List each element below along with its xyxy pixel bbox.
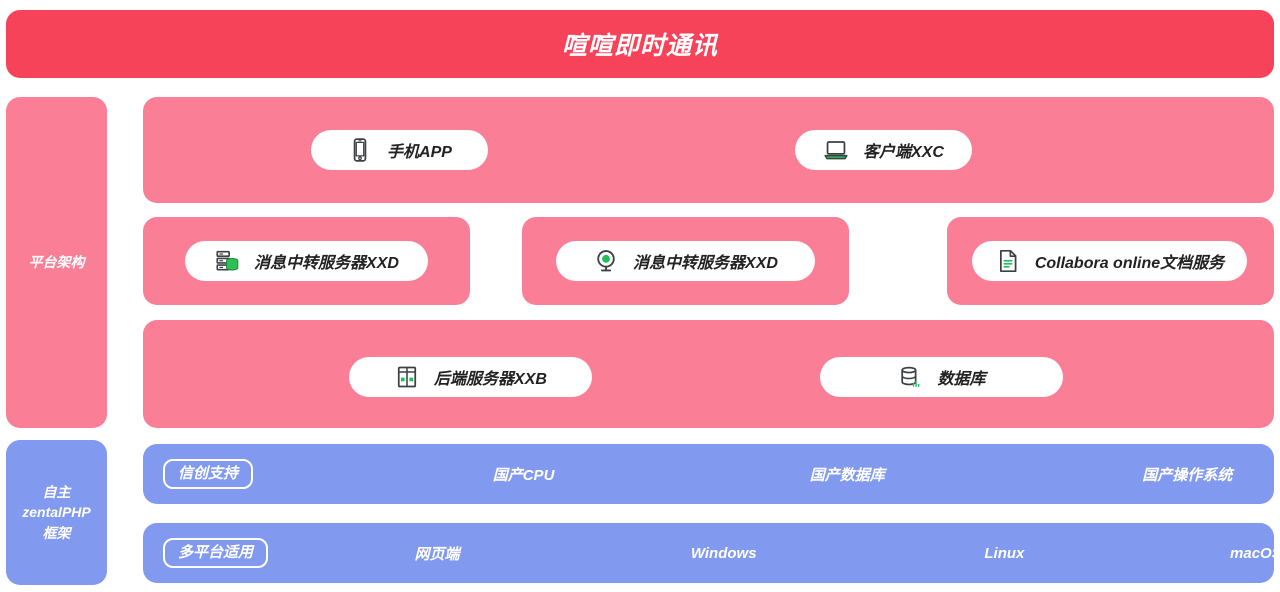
platform-item-windows: Windows xyxy=(690,544,757,562)
database-icon xyxy=(897,364,923,390)
server-rack-icon xyxy=(394,364,420,390)
xinchuang-items: 国产CPU 国产数据库 国产操作系统 xyxy=(253,444,1274,504)
mobile-phone-icon xyxy=(347,137,373,163)
page-title: 喧喧即时通讯 xyxy=(561,32,718,60)
chip-message-relay-b[interactable]: 消息中转服务器XXD xyxy=(556,241,815,281)
rail-framework: 自主 zentalPHP 框架 xyxy=(6,440,107,585)
pill-xinchuang-support: 信创支持 xyxy=(163,458,254,490)
chip-desktop-client-label: 客户端XXC xyxy=(863,144,944,161)
rail-framework-label: 自主 zentalPHP 框架 xyxy=(22,484,91,541)
rail-platform-label: 平台架构 xyxy=(28,254,85,271)
xinchuang-item-os: 国产操作系统 xyxy=(1142,466,1233,484)
platform-item-macos: macOS xyxy=(1230,544,1280,562)
chip-backend-server[interactable]: 后端服务器XXB xyxy=(349,357,592,397)
pill-multi-platform: 多平台适用 xyxy=(163,537,269,569)
chip-backend-server-label: 后端服务器XXB xyxy=(434,371,547,388)
rail-platform-architecture: 平台架构 xyxy=(6,97,107,428)
chip-collabora-online[interactable]: Collabora online文档服务 xyxy=(972,241,1247,281)
chip-collabora-online-label: Collabora online文档服务 xyxy=(1034,255,1225,272)
document-icon xyxy=(995,248,1021,274)
chip-database-label: 数据库 xyxy=(937,371,986,388)
chip-desktop-client[interactable]: 客户端XXC xyxy=(795,130,972,170)
webcam-icon xyxy=(593,248,619,274)
panel-backend-layer xyxy=(143,320,1274,428)
chip-mobile-app-label: 手机APP xyxy=(387,144,452,161)
server-database-icon xyxy=(214,248,240,274)
chip-message-relay-b-label: 消息中转服务器XXD xyxy=(633,255,778,272)
row-multi-platform: 多平台适用 网页端 Windows Linux macOS xyxy=(143,523,1280,583)
page-header: 喧喧即时通讯 xyxy=(6,10,1274,78)
chip-message-relay-a[interactable]: 消息中转服务器XXD xyxy=(185,241,428,281)
xinchuang-item-database: 国产数据库 xyxy=(809,466,885,484)
chip-message-relay-a-label: 消息中转服务器XXD xyxy=(254,255,399,272)
laptop-icon xyxy=(823,137,849,163)
platform-item-web: 网页端 xyxy=(414,545,460,563)
row-xinchuang-support: 信创支持 国产CPU 国产数据库 国产操作系统 xyxy=(143,444,1274,504)
chip-mobile-app[interactable]: 手机APP xyxy=(311,130,488,170)
chip-database[interactable]: 数据库 xyxy=(820,357,1063,397)
platform-item-linux: Linux xyxy=(984,544,1025,562)
platform-items: 网页端 Windows Linux macOS xyxy=(268,523,1280,583)
xinchuang-item-cpu: 国产CPU xyxy=(492,466,555,484)
